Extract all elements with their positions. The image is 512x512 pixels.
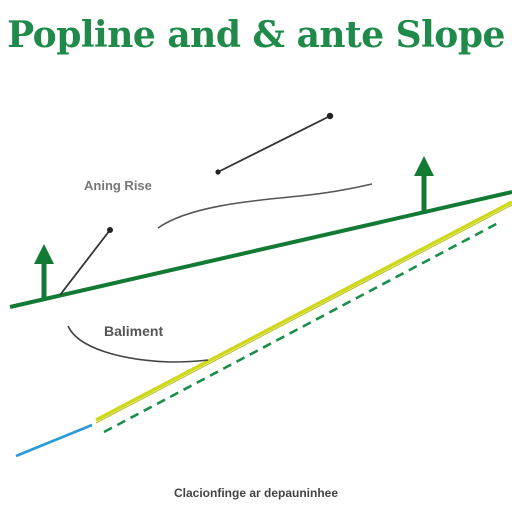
right-arrow-head <box>414 156 434 176</box>
lower-curve <box>67 325 209 363</box>
yellow-line-shadow <box>95 204 512 424</box>
dashed-slope-line <box>103 220 501 434</box>
blue-segment <box>15 423 93 458</box>
bottom-caption: Clacionfinge ar depauninhee <box>173 486 339 500</box>
yellow-slope-line <box>95 200 512 422</box>
left-pointer-line <box>59 229 111 296</box>
diagram-title: Popline and & ante Slope <box>7 14 505 56</box>
upper-pointer-dot-end <box>326 112 334 120</box>
upper-curve <box>157 183 373 229</box>
main-slope-line <box>9 190 512 309</box>
upper-annotation-label: Aning Rise <box>84 178 152 193</box>
upper-pointer-line <box>217 115 331 173</box>
middle-annotation-label: Baliment <box>104 323 164 339</box>
left-pointer-dot <box>107 227 113 233</box>
left-arrow-head <box>34 244 54 264</box>
upper-pointer-dot-start <box>215 169 221 175</box>
